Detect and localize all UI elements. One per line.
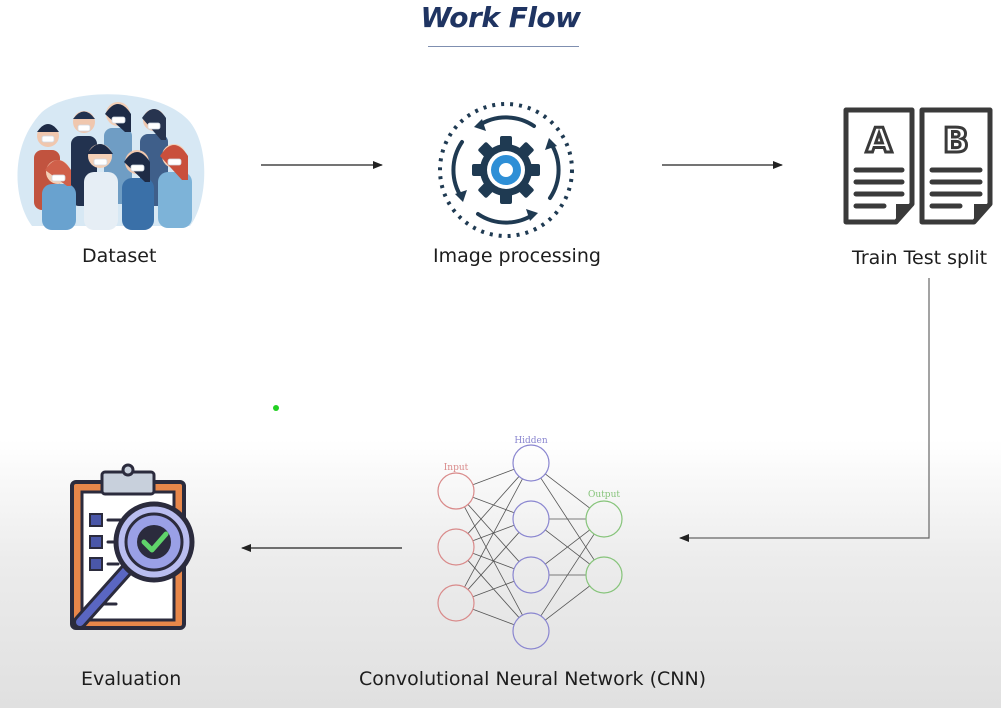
- step-label-dataset: Dataset: [82, 245, 157, 267]
- hidden-node-2: [512, 500, 550, 538]
- step-label-train-test-split: Train Test split: [852, 247, 988, 269]
- gear-cycle-icon: [438, 102, 574, 238]
- neural-network-icon: Input Hidden Output: [437, 436, 623, 650]
- step-label-cnn: Convolutional Neural Network (CNN): [359, 668, 707, 690]
- network-edge-l0-2-3: [472, 608, 515, 626]
- network-edge-l1-0-0: [545, 473, 590, 509]
- marker-dot: [273, 405, 279, 411]
- step-label-evaluation: Evaluation: [81, 668, 182, 690]
- network-edge-l0-1-0: [467, 476, 520, 534]
- diagram-title: Work Flow: [420, 1, 581, 34]
- network-edge-l0-2-0: [464, 478, 523, 588]
- network-nodes: [437, 444, 623, 650]
- network-edge-l0-0-0: [472, 468, 515, 486]
- network-edges: [464, 468, 595, 626]
- network-edge-l1-3-1: [545, 585, 590, 621]
- output-layer-label: Output: [588, 490, 620, 500]
- input-node-1: [437, 472, 475, 510]
- hidden-node-3: [512, 556, 550, 594]
- arrow-split-to-cnn: [679, 278, 930, 542]
- clipboard-magnifier-icon: [70, 463, 195, 630]
- network-edge-l0-2-2: [472, 580, 515, 598]
- step-label-image-processing: Image processing: [433, 245, 601, 267]
- ab-documents-icon: A B: [843, 107, 993, 225]
- doc-letter-b: B: [943, 121, 969, 161]
- people-with-masks-icon: [17, 94, 205, 230]
- input-node-2: [437, 528, 475, 566]
- output-node-1: [585, 500, 623, 538]
- network-edge-l1-3-0: [540, 533, 595, 617]
- input-layer-label: Input: [444, 463, 469, 473]
- title-underline: [428, 46, 579, 47]
- network-edge-l1-2-0: [545, 529, 590, 565]
- doc-letter-a: A: [866, 121, 893, 161]
- output-node-2: [585, 556, 623, 594]
- input-node-3: [437, 584, 475, 622]
- hidden-node-4: [512, 612, 550, 650]
- network-edge-l0-2-1: [467, 532, 520, 590]
- hidden-node-1: [512, 444, 550, 482]
- hidden-layer-label: Hidden: [514, 436, 548, 446]
